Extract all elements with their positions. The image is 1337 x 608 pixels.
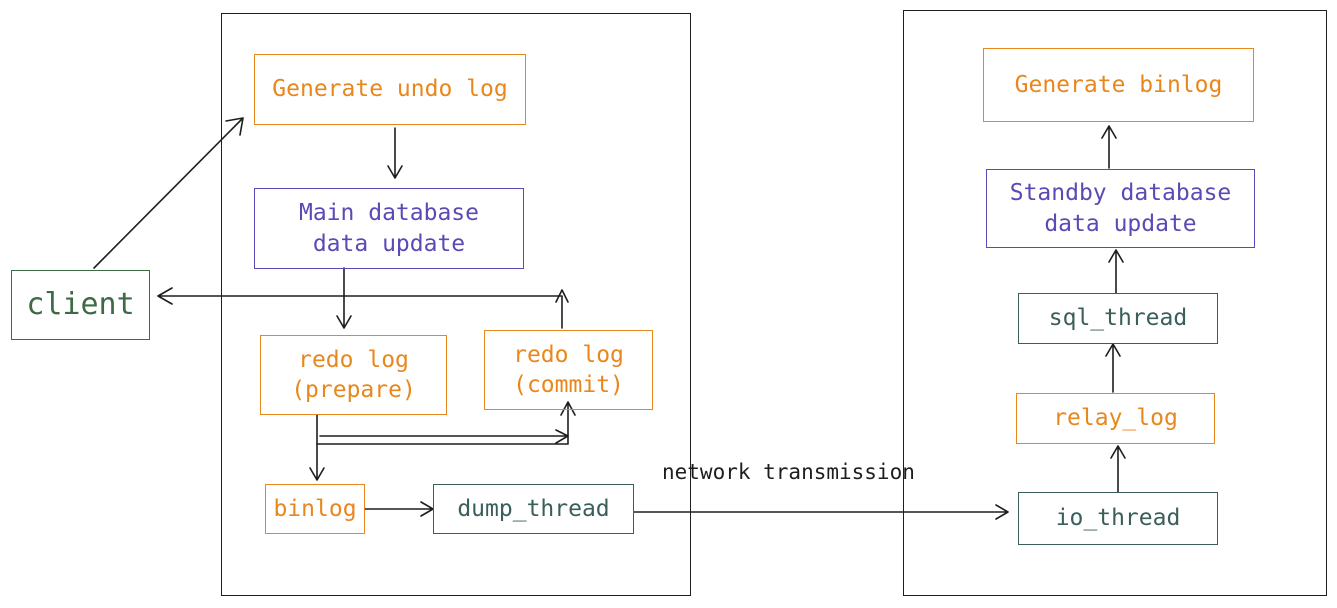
main-undo-log-box: Generate undo log: [254, 54, 526, 125]
arrow-undo-to-update: [387, 127, 403, 179]
standby-server-frame: [903, 10, 1327, 596]
redo-log-prepare-box: redo log (prepare): [260, 335, 447, 415]
standby-generate-binlog-box: Generate binlog: [983, 48, 1254, 122]
arrow-update-to-binlog: [1101, 125, 1117, 169]
arrow-sql-to-update: [1108, 249, 1124, 294]
arrow-commit-up-tick: [555, 289, 569, 303]
redo-log-commit-box: redo log (commit): [484, 330, 653, 410]
main-server-frame: [221, 13, 691, 596]
arrow-update-to-prepare: [336, 267, 352, 329]
relay-log-box: relay_log: [1016, 393, 1215, 444]
arrow-relay-to-sql: [1105, 343, 1121, 393]
network-transmission-label: network transmission: [662, 460, 915, 484]
arrow-dump-to-io: [633, 504, 1009, 520]
sql-thread-box: sql_thread: [1018, 293, 1218, 344]
arrow-prepare-to-binlog: [309, 414, 325, 481]
client-box: client: [11, 270, 150, 340]
standby-data-update-box: Standby database data update: [986, 169, 1255, 248]
arrow-commit-to-client: [157, 287, 563, 329]
dump-thread-box: dump_thread: [433, 484, 634, 534]
arrow-io-to-relay: [1110, 445, 1126, 493]
arrow-prepare-to-commit-inner: [319, 429, 569, 444]
arrow-binlog-to-dump: [364, 501, 434, 517]
arrow-client-to-undo: [93, 117, 244, 269]
io-thread-box: io_thread: [1018, 492, 1218, 545]
main-binlog-box: binlog: [265, 484, 365, 534]
main-data-update-box: Main database data update: [254, 188, 524, 269]
arrow-prepare-to-commit: [316, 401, 576, 445]
